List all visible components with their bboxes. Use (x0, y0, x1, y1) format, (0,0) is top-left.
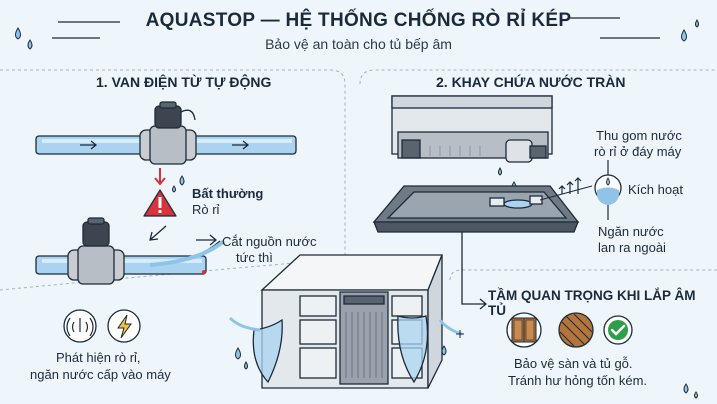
dishwasher-bottom (391, 95, 553, 163)
arrow-icon (149, 225, 167, 241)
cutoff-label-line1: Cắt nguồn nước (222, 234, 317, 249)
solenoid-valve-bottom (67, 217, 125, 285)
solenoid-valve-top (139, 101, 197, 165)
page-title: AQUASTOP — HỆ THỐNG CHỐNG RÒ RỈ KÉP (145, 10, 572, 31)
detect-label-line2: ngăn nước cấp vào máy (30, 367, 171, 382)
lightning-icon (107, 309, 141, 343)
header-decor (52, 17, 660, 39)
overflow-tray (372, 185, 580, 233)
collect-label-line1: Thu gom nước (596, 128, 682, 143)
arrow-down-icon (154, 168, 166, 186)
water-drop-icon (15, 19, 699, 50)
trigger-label: Kích hoạt (628, 182, 683, 197)
pointer-line (539, 185, 593, 201)
collect-label-line2: rò rỉ ở đáy máy (594, 144, 682, 159)
wood-cabinet-icon (506, 312, 542, 348)
arrow-icon (461, 232, 488, 310)
water-drop-icon (235, 345, 447, 370)
pipe-bottom (35, 234, 226, 275)
kitchen-cabinet (260, 254, 443, 389)
check-icon (603, 315, 633, 345)
sensor-icon (63, 309, 97, 343)
tray-section-title: 2. KHAY CHỨA NƯỚC TRÀN (436, 74, 626, 90)
alert-title: Bất thường (192, 186, 264, 201)
importance-line1: Bảo vệ sàn và tủ gỗ. (514, 356, 633, 371)
sparkle-icon (456, 330, 464, 338)
alert-subtitle: Rò rỉ (192, 202, 220, 217)
detect-label-line1: Phát hiện rò rỉ, (56, 350, 141, 365)
importance-title: TẦM QUAN TRỌNG KHI LẮP ÂM TỦ (488, 288, 696, 318)
valve-section-title: 1. VAN ĐIỆN TỪ TỰ ĐỘNG (96, 74, 272, 90)
importance-line2: Tránh hư hỏng tốn kém. (508, 373, 648, 388)
shield-icon (252, 315, 429, 384)
cutoff-label-line2: tức thì (236, 250, 273, 265)
float-sensor-icon (594, 160, 622, 220)
alert-icon (143, 189, 177, 217)
prevent-label-line2: lan ra ngoài (598, 240, 666, 255)
page-subtitle: Bảo vệ an toàn cho tủ bếp âm (265, 36, 452, 52)
water-drop-icon (683, 383, 698, 399)
prevent-label-line1: Ngăn nước (598, 224, 664, 239)
leak-point (202, 270, 206, 274)
water-drop-icon (172, 175, 185, 193)
wood-floor-icon (558, 312, 594, 348)
arrows-up-icon (558, 177, 582, 194)
